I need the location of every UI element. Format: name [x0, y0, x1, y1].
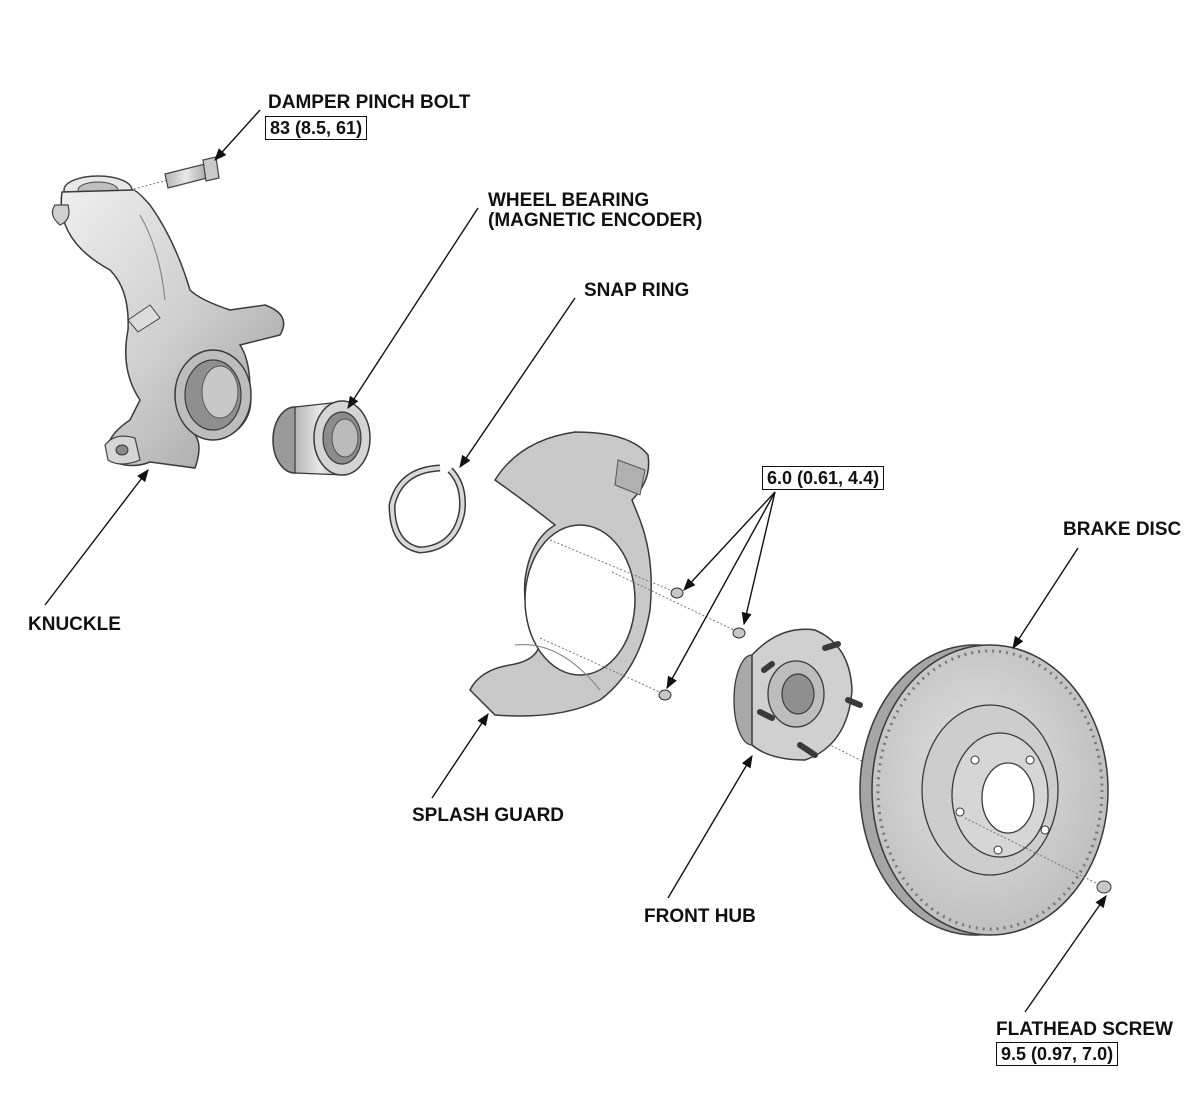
snap-ring — [388, 464, 466, 554]
knuckle — [51, 175, 285, 469]
flathead-screw-torque: 9.5 (0.97, 7.0) — [996, 1042, 1119, 1066]
splash-guard-label: SPLASH GUARD — [412, 805, 565, 826]
flathead-screw-label: FLATHEAD SCREW — [996, 1019, 1173, 1040]
damper-pinch-bolt-label: DAMPER PINCH BOLT — [268, 92, 471, 113]
damper-pinch-bolt-torque: 83 (8.5, 61) — [265, 116, 368, 140]
splash-guard — [469, 431, 652, 717]
wheel-bearing-sublabel: (MAGNETIC ENCODER) — [488, 210, 703, 231]
front-hub — [733, 628, 871, 766]
splash-guard-screws — [539, 539, 746, 701]
damper-pinch-bolt — [129, 156, 220, 191]
snap-ring-label: SNAP RING — [584, 280, 690, 301]
splash-guard-screw-torque: 6.0 (0.61, 4.4) — [762, 466, 885, 490]
wheel-bearing-label: WHEEL BEARING — [488, 190, 650, 211]
flathead-screw — [1096, 880, 1112, 894]
knuckle-label: KNUCKLE — [28, 614, 121, 635]
front-hub-label: FRONT HUB — [644, 906, 756, 927]
brake-disc — [859, 644, 1109, 936]
brake-disc-label: BRAKE DISC — [1063, 519, 1182, 540]
leader-lines — [44, 109, 1107, 1013]
wheel-bearing — [272, 400, 371, 476]
